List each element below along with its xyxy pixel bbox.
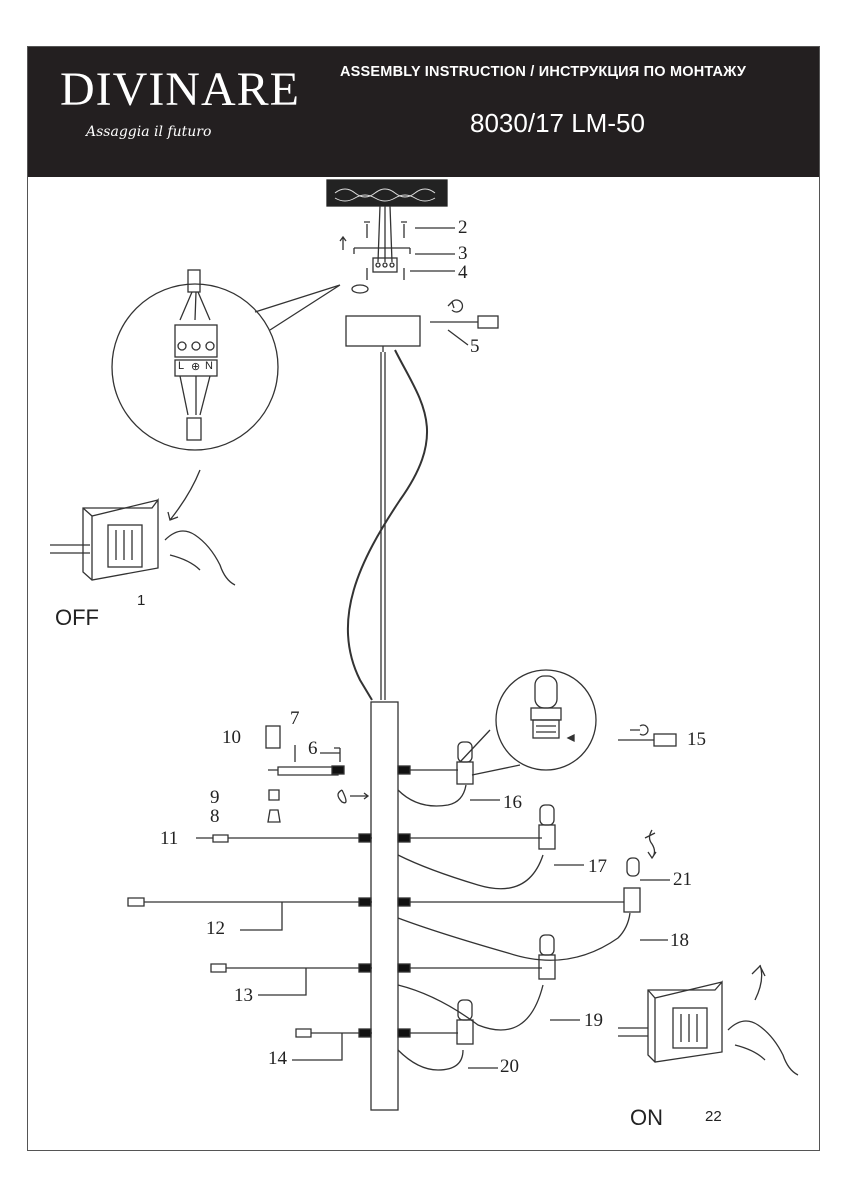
part-2-label: 2 (458, 217, 468, 238)
part-10-label: 10 (222, 727, 241, 748)
part-4-label: 4 (458, 262, 468, 283)
part-17-label: 17 (588, 856, 607, 877)
terminal-label-n: N (205, 360, 213, 372)
page-frame (27, 46, 820, 1151)
header-bar (28, 47, 819, 177)
part-8-label: 8 (210, 806, 220, 827)
switch-on-label: ON (630, 1105, 663, 1130)
part-15-label: 15 (687, 729, 706, 750)
model-number: 8030/17 LM-50 (470, 108, 645, 138)
part-12-label: 12 (206, 918, 225, 939)
switch-off-label: OFF (55, 605, 99, 630)
switch-on-illustration (618, 964, 799, 1076)
part-5-label: 5 (470, 336, 480, 357)
terminal-label-l: L (178, 360, 185, 372)
part-9-label: 9 (210, 787, 220, 808)
part-7-label: 7 (290, 708, 300, 729)
part-20-label: 20 (500, 1056, 519, 1077)
part-6-label: 6 (308, 738, 318, 759)
ceiling-plate (326, 179, 448, 207)
part-19-label: 19 (584, 1010, 603, 1031)
brand-logo: DIVINARE (60, 63, 300, 116)
part-18-label: 18 (670, 930, 689, 951)
part-21-label: 21 (673, 869, 692, 890)
terminal-label-ground: ⊕ (191, 361, 201, 373)
part-13-label: 13 (234, 985, 253, 1006)
part-16-label: 16 (503, 792, 522, 813)
step-22-label: 22 (705, 1108, 722, 1125)
part-3-label: 3 (458, 243, 468, 264)
switch-off-illustration (50, 469, 236, 586)
brand-tagline: Assaggia il futuro (86, 124, 212, 140)
part-14-label: 14 (268, 1048, 287, 1069)
part-11-label: 11 (160, 828, 179, 849)
document-title: ASSEMBLY INSTRUCTION / ИНСТРУКЦИЯ ПО МОН… (340, 64, 747, 80)
step-1-label: 1 (137, 592, 146, 609)
